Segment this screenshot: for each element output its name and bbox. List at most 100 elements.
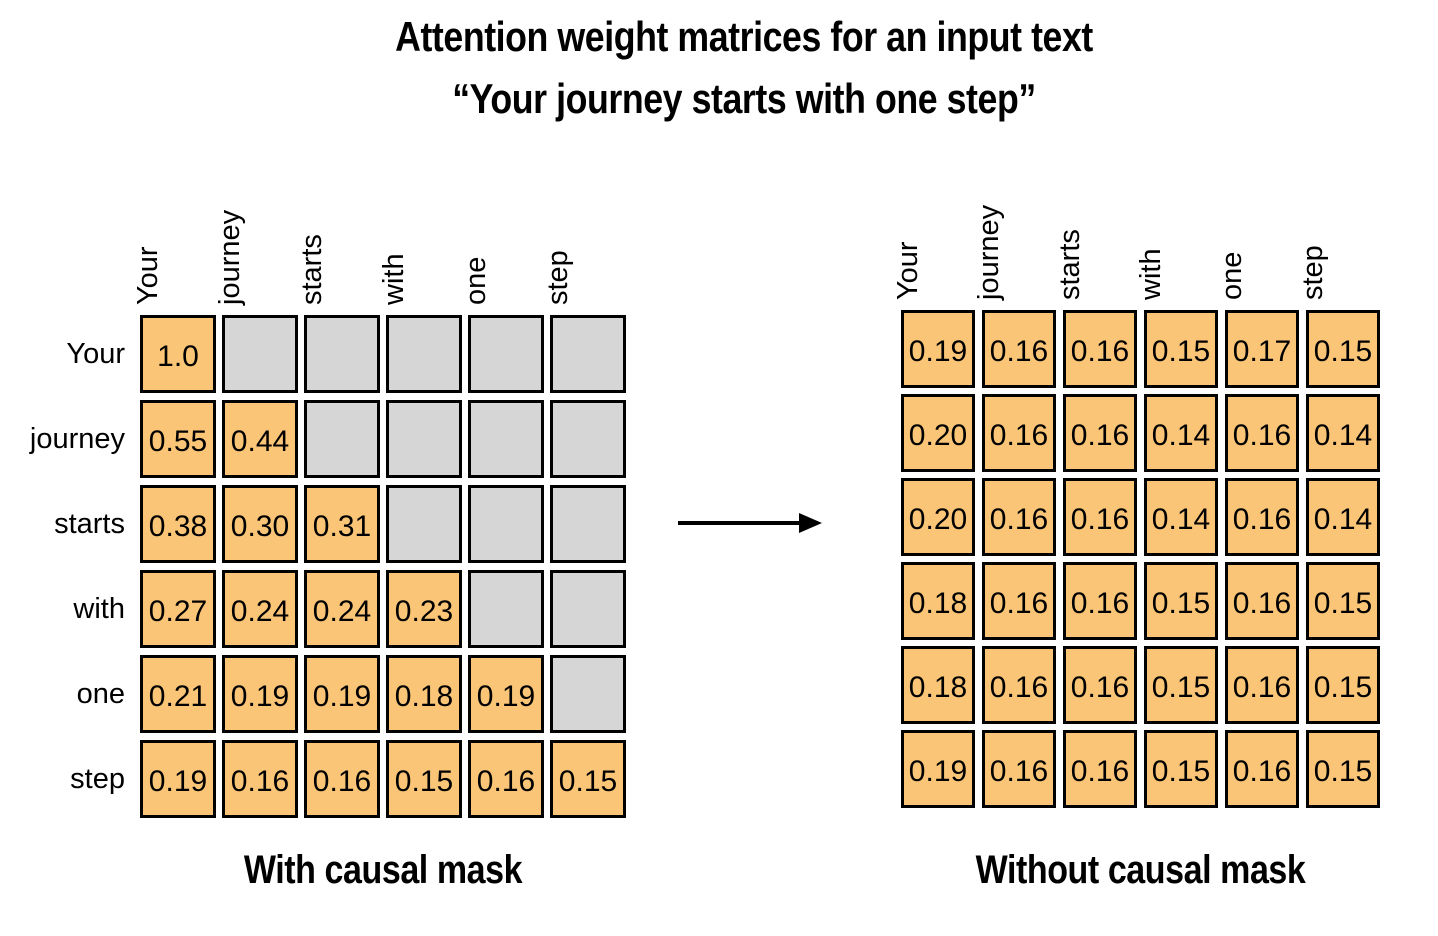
- attention-weight-value: 0.16: [312, 765, 372, 798]
- column-token-label: one: [460, 165, 544, 305]
- attention-weight-value: 0.15: [1151, 587, 1211, 620]
- attention-weight-value: 0.16: [1232, 419, 1292, 452]
- row-token-label: one: [76, 677, 125, 710]
- attention-weight-cell: 0.18: [901, 562, 975, 640]
- attention-weight-value: 0.16: [989, 503, 1049, 536]
- attention-weight-cell: 0.19: [304, 655, 380, 733]
- column-token-label-text: journey: [214, 209, 246, 305]
- attention-weight-cell: 0.20: [901, 478, 975, 556]
- attention-weight-cell: 1.0: [140, 315, 216, 393]
- column-token-label-text: with: [378, 253, 410, 305]
- column-token-label-text: one: [1216, 251, 1248, 300]
- attention-weight-value: 0.24: [230, 595, 290, 628]
- attention-weight-cell: 0.30: [222, 485, 298, 563]
- attention-weight-value: 0.14: [1151, 503, 1211, 536]
- masked-cell: [550, 315, 626, 393]
- attention-weight-value: 0.15: [1313, 335, 1373, 368]
- attention-weight-value: 0.44: [230, 425, 290, 458]
- attention-weight-value: 0.16: [989, 419, 1049, 452]
- attention-weight-value: 0.14: [1313, 419, 1373, 452]
- attention-weight-value: 0.16: [1232, 587, 1292, 620]
- column-token-label-text: starts: [1054, 229, 1086, 300]
- attention-weight-cell: 0.16: [1063, 562, 1137, 640]
- column-token-label: Your: [892, 160, 975, 300]
- attention-weight-value: 0.16: [989, 587, 1049, 620]
- row-token-label: with: [73, 592, 125, 625]
- right-matrix-caption: Without causal mask: [975, 848, 1306, 892]
- attention-weight-cell: 0.16: [982, 394, 1056, 472]
- attention-weight-value: 0.19: [908, 755, 968, 788]
- attention-weight-cell: 0.14: [1306, 394, 1380, 472]
- column-token-label-text: Your: [892, 241, 924, 300]
- attention-weight-cell: 0.14: [1306, 478, 1380, 556]
- attention-weight-cell: 0.15: [1144, 562, 1218, 640]
- masked-cell: [304, 400, 380, 478]
- attention-weight-value: 0.19: [230, 680, 290, 713]
- column-token-label: with: [1135, 160, 1218, 300]
- attention-weight-cell: 0.19: [901, 730, 975, 808]
- attention-weight-cell: 0.21: [140, 655, 216, 733]
- left-matrix-caption: With causal mask: [243, 848, 523, 892]
- attention-weight-cell: 0.15: [1306, 646, 1380, 724]
- row-token-label: starts: [54, 507, 125, 540]
- attention-weight-value: 0.24: [312, 595, 372, 628]
- attention-weight-cell: 0.15: [1306, 730, 1380, 808]
- attention-weight-value: 0.23: [394, 595, 454, 628]
- attention-weight-cell: 0.15: [550, 740, 626, 818]
- attention-weight-cell: 0.16: [982, 730, 1056, 808]
- attention-weight-cell: 0.19: [222, 655, 298, 733]
- attention-weight-value: 0.17: [1232, 335, 1292, 368]
- attention-weight-cell: 0.18: [901, 646, 975, 724]
- attention-weight-cell: 0.16: [1063, 646, 1137, 724]
- column-token-label: starts: [296, 165, 380, 305]
- attention-weight-cell: 0.16: [1225, 562, 1299, 640]
- attention-weight-value: 0.16: [1070, 671, 1130, 704]
- attention-weight-cell: 0.16: [222, 740, 298, 818]
- attention-weight-value: 0.15: [1151, 671, 1211, 704]
- attention-weight-cell: 0.27: [140, 570, 216, 648]
- attention-weight-value: 0.16: [1232, 671, 1292, 704]
- attention-weight-cell: 0.44: [222, 400, 298, 478]
- attention-weight-cell: 0.16: [1063, 478, 1137, 556]
- attention-weight-value: 0.14: [1313, 503, 1373, 536]
- attention-weight-cell: 0.14: [1144, 394, 1218, 472]
- attention-weight-value: 0.16: [1070, 755, 1130, 788]
- attention-weight-cell: 0.16: [1225, 478, 1299, 556]
- column-token-label: with: [378, 165, 462, 305]
- masked-cell: [468, 315, 544, 393]
- masked-cell: [468, 485, 544, 563]
- column-token-label-text: journey: [973, 204, 1005, 300]
- attention-weight-value: 0.15: [1313, 671, 1373, 704]
- masked-cell: [222, 315, 298, 393]
- column-token-label: one: [1216, 160, 1299, 300]
- attention-weight-value: 0.16: [989, 671, 1049, 704]
- attention-weight-value: 0.38: [148, 510, 208, 543]
- figure-title: Attention weight matrices for an input t…: [154, 6, 1334, 130]
- attention-weight-value: 0.15: [1313, 755, 1373, 788]
- masked-cell: [550, 570, 626, 648]
- masked-cell: [304, 315, 380, 393]
- attention-weight-value: 0.21: [148, 680, 208, 713]
- attention-weight-value: 0.15: [1151, 335, 1211, 368]
- attention-weight-cell: 0.16: [1063, 310, 1137, 388]
- attention-weight-value: 0.19: [312, 680, 372, 713]
- masked-cell: [468, 570, 544, 648]
- attention-weight-cell: 0.15: [1306, 562, 1380, 640]
- figure-title-line-2: “Your journey starts with one step”: [452, 75, 1036, 122]
- attention-weight-value: 0.20: [908, 503, 968, 536]
- attention-weight-cell: 0.19: [901, 310, 975, 388]
- masked-cell: [386, 315, 462, 393]
- attention-weight-cell: 0.24: [222, 570, 298, 648]
- attention-weight-cell: 0.19: [140, 740, 216, 818]
- attention-weight-value: 0.18: [394, 680, 454, 713]
- attention-weight-value: 0.19: [148, 765, 208, 798]
- attention-weight-value: 0.16: [1070, 419, 1130, 452]
- attention-weight-value: 0.55: [148, 425, 208, 458]
- attention-weight-value: 0.16: [1070, 335, 1130, 368]
- attention-weight-value: 0.16: [989, 335, 1049, 368]
- attention-weight-value: 0.20: [908, 419, 968, 452]
- row-token-label: Your: [66, 337, 125, 370]
